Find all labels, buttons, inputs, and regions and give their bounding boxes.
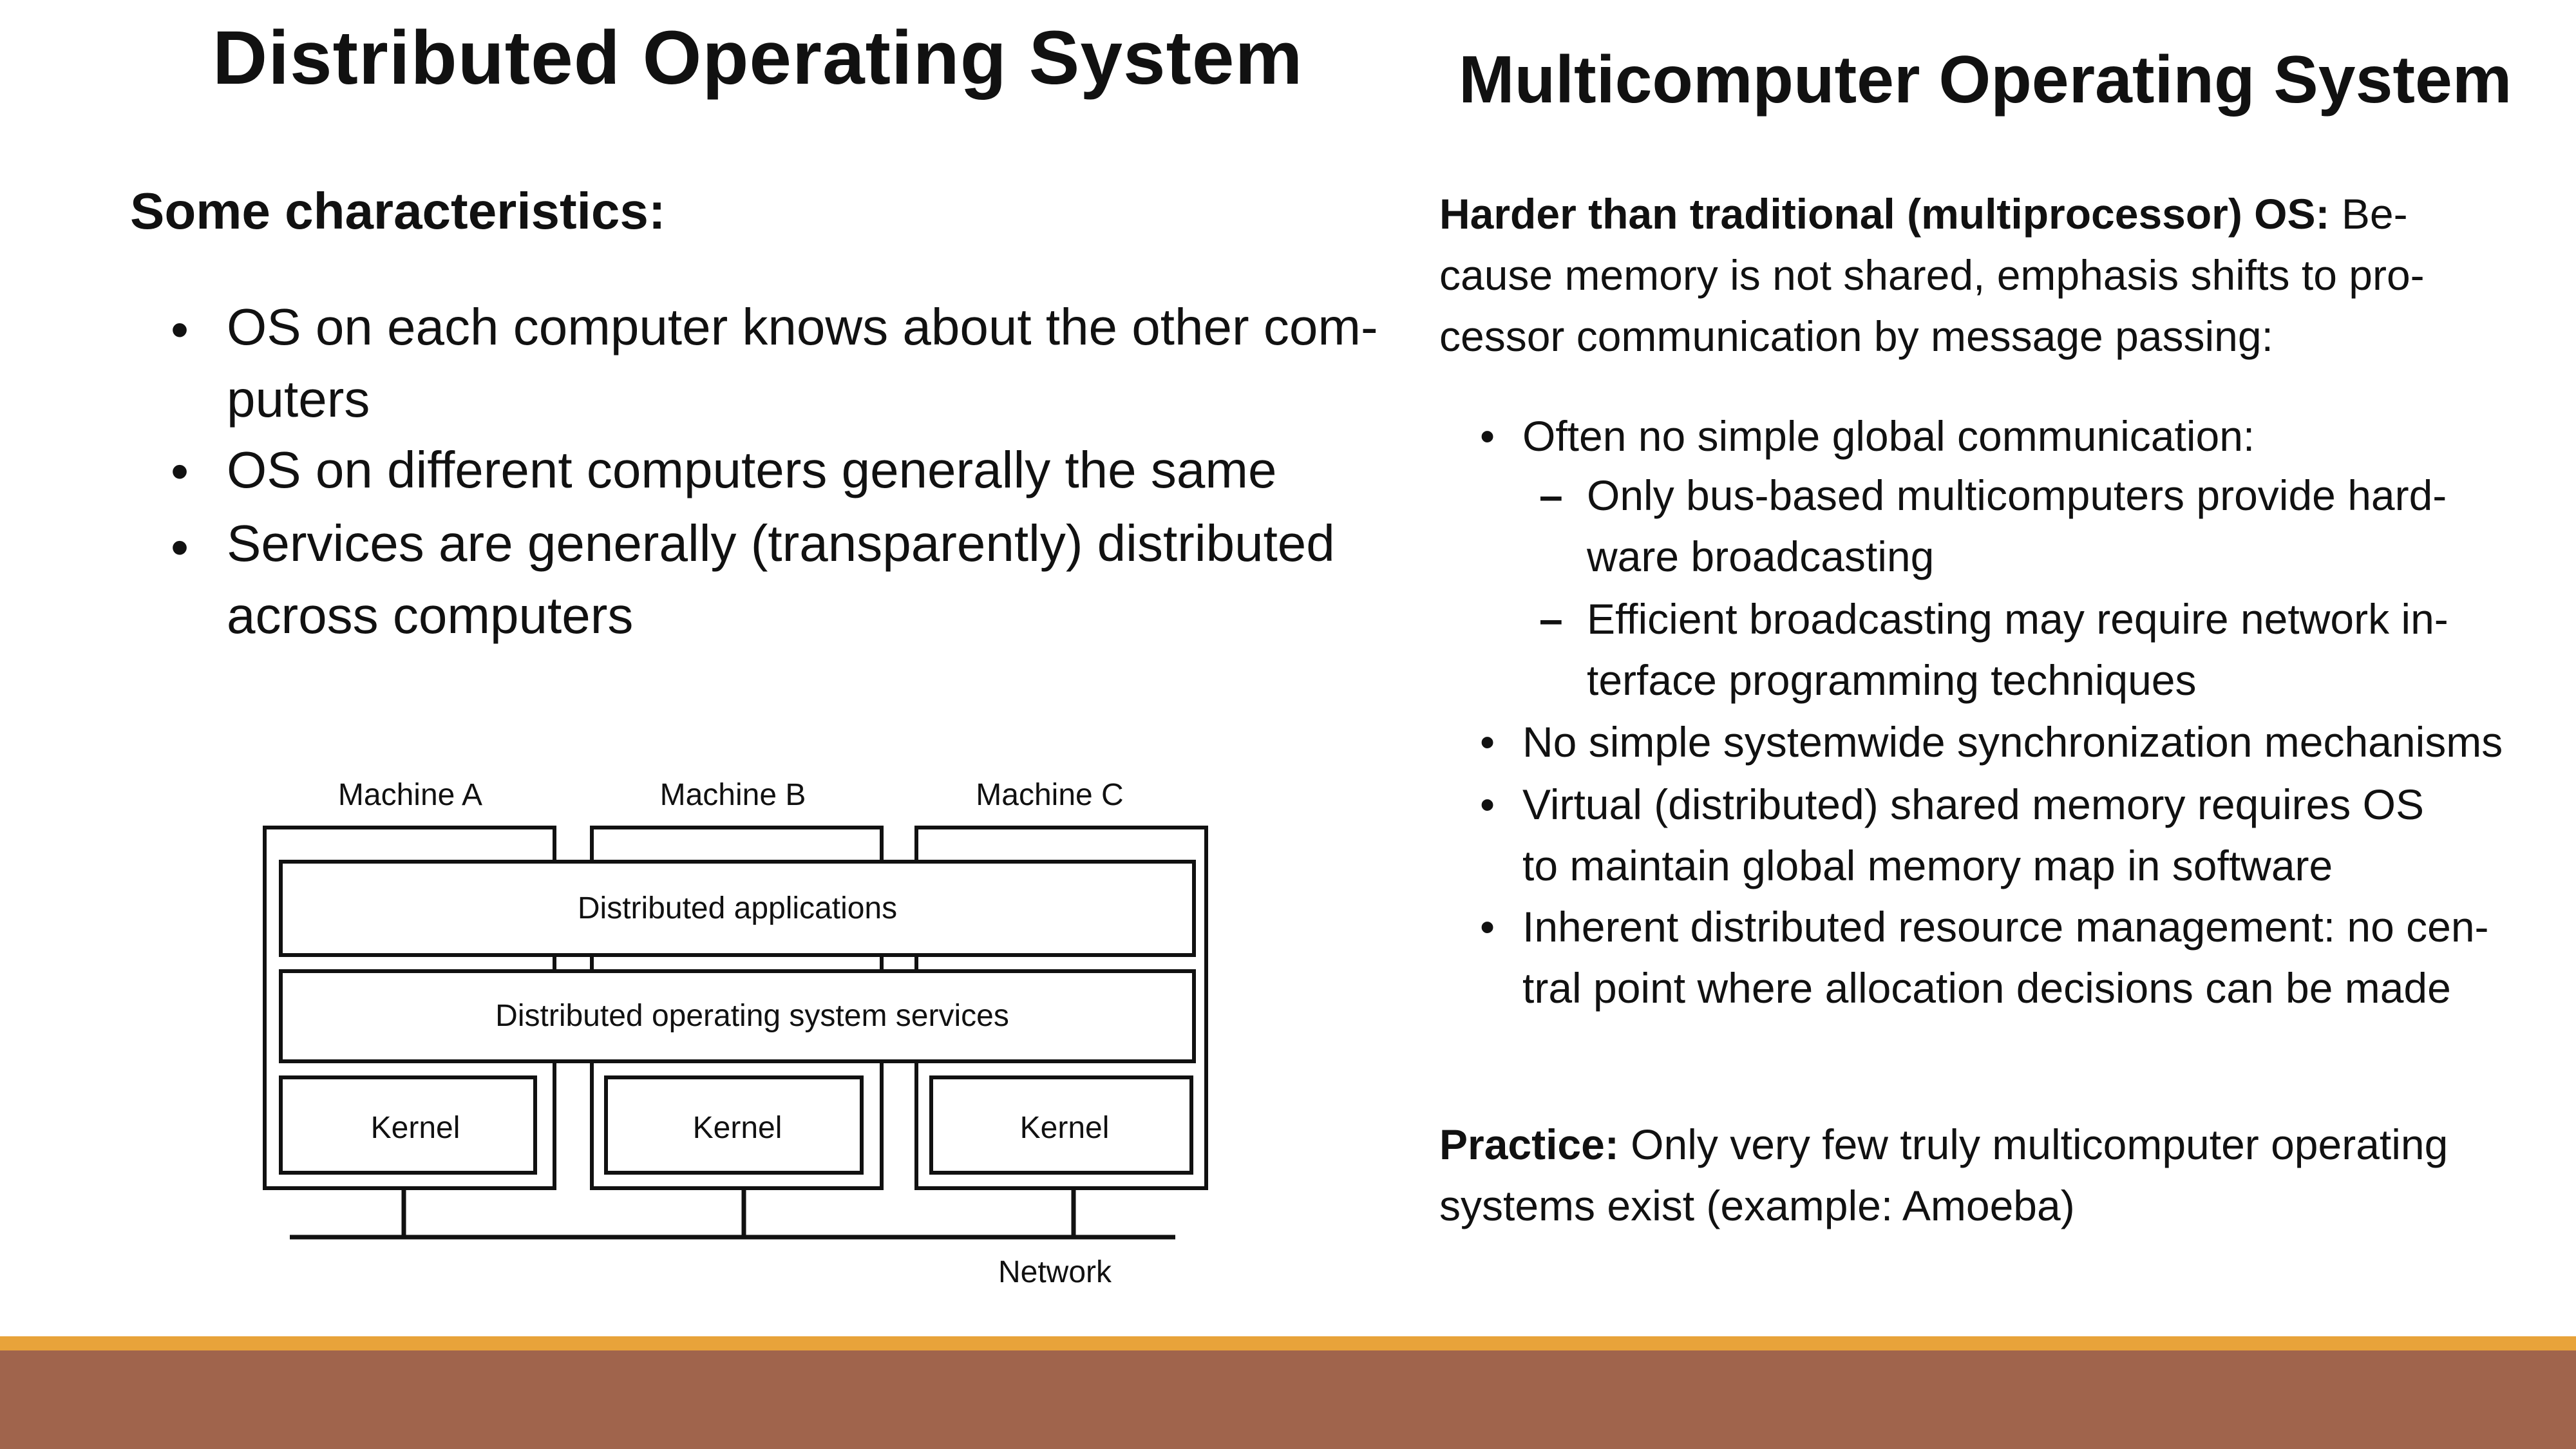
right-bullet-4: Inherent distributed resource management… bbox=[1522, 896, 2527, 1019]
kernel-a-box bbox=[279, 1075, 537, 1175]
footer-accent-stripe bbox=[0, 1336, 2576, 1350]
bullet-line: across computers bbox=[227, 587, 634, 644]
layer-os-services bbox=[279, 969, 1196, 1063]
distributed-os-diagram: Machine A Machine B Machine C Distribute… bbox=[263, 778, 1208, 1289]
right-bullet-1: Often no simple global communication: bbox=[1522, 406, 2527, 467]
dash-icon: – bbox=[1539, 471, 1563, 519]
bullet-line: ware broadcasting bbox=[1587, 533, 1935, 580]
bullet-line: Services are generally (transparently) d… bbox=[227, 515, 1335, 572]
bullet-line: Only bus-based multicomputers provide ha… bbox=[1587, 471, 2447, 519]
layer-label: Distributed operating system services bbox=[495, 999, 1009, 1033]
intro-line: cause memory is not shared, emphasis shi… bbox=[1439, 251, 2425, 299]
sub-bullet-2: Efficient broadcasting may require netwo… bbox=[1587, 589, 2514, 711]
bullet-line: Efficient broadcasting may require netwo… bbox=[1587, 595, 2448, 643]
left-bullet-1: OS on each computer knows about the othe… bbox=[227, 291, 1378, 435]
machine-label: Machine C bbox=[976, 778, 1123, 812]
bullet-line: OS on each computer knows about the othe… bbox=[227, 298, 1378, 355]
bullet-line: to maintain global memory map in softwar… bbox=[1522, 842, 2333, 889]
practice-line: systems exist (example: Amoeba) bbox=[1439, 1182, 2075, 1229]
intro-line: Be- bbox=[2329, 190, 2408, 238]
bullet-line: Often no simple global communication: bbox=[1522, 412, 2255, 460]
bullet-icon: • bbox=[171, 442, 189, 500]
dash-icon: – bbox=[1539, 595, 1563, 643]
kernel-label: Kernel bbox=[693, 1111, 782, 1145]
right-bullet-3: Virtual (distributed) shared memory requ… bbox=[1522, 774, 2527, 896]
characteristics-heading: Some characteristics: bbox=[130, 182, 666, 240]
footer-bar bbox=[0, 1350, 2576, 1449]
bullet-line: Virtual (distributed) shared memory requ… bbox=[1522, 781, 2424, 828]
kernel-c-box bbox=[929, 1075, 1193, 1175]
kernel-label: Kernel bbox=[1020, 1111, 1110, 1145]
left-slide-title: Distributed Operating System bbox=[213, 15, 1303, 100]
layer-applications bbox=[279, 860, 1196, 957]
bullet-line: puters bbox=[227, 370, 370, 428]
sub-bullet-1: Only bus-based multicomputers provide ha… bbox=[1587, 465, 2514, 587]
machine-label: Machine A bbox=[338, 778, 482, 812]
intro-bold-label: Harder than traditional (multiprocessor)… bbox=[1439, 190, 2330, 238]
kernel-label: Kernel bbox=[371, 1111, 460, 1145]
right-slide-title: Multicomputer Operating System bbox=[1459, 43, 2512, 117]
left-bullet-2: OS on different computers generally the … bbox=[227, 434, 1347, 506]
bullet-icon: • bbox=[1480, 718, 1495, 766]
intro-line: cessor communication by message passing: bbox=[1439, 312, 2273, 360]
bullet-line: No simple systemwide synchronization mec… bbox=[1522, 718, 2503, 766]
practice-paragraph: Practice: Only very few truly multicompu… bbox=[1439, 1114, 2483, 1236]
bullet-icon: • bbox=[171, 301, 189, 358]
kernel-b-box bbox=[604, 1075, 864, 1175]
left-bullet-3: Services are generally (transparently) d… bbox=[227, 507, 1347, 652]
layer-label: Distributed applications bbox=[578, 891, 897, 925]
intro-paragraph: Harder than traditional (multiprocessor)… bbox=[1439, 184, 2470, 367]
bullet-icon: • bbox=[1480, 412, 1495, 460]
bullet-line: OS on different computers generally the … bbox=[227, 441, 1277, 498]
bullet-line: tral point where allocation decisions ca… bbox=[1522, 964, 2451, 1012]
right-bullet-2: No simple systemwide synchronization mec… bbox=[1522, 712, 2527, 773]
bullet-line: terface programming techniques bbox=[1587, 656, 2197, 704]
practice-bold-label: Practice: bbox=[1439, 1121, 1619, 1168]
bullet-line: Inherent distributed resource management… bbox=[1522, 903, 2489, 951]
bullet-icon: • bbox=[171, 518, 189, 576]
machine-label: Machine B bbox=[660, 778, 806, 812]
network-label: Network bbox=[998, 1255, 1112, 1289]
bullet-icon: • bbox=[1480, 781, 1495, 828]
practice-line: Only very few truly multicomputer operat… bbox=[1618, 1121, 2448, 1168]
bullet-icon: • bbox=[1480, 903, 1495, 951]
